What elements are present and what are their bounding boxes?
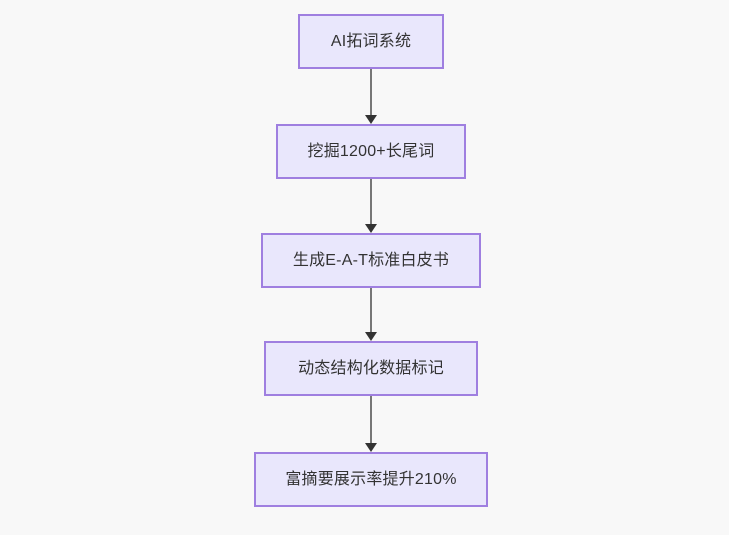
flow-node-label: AI拓词系统 xyxy=(330,32,412,50)
arrow-line xyxy=(370,179,372,225)
flow-node-label: 富摘要展示率提升210% xyxy=(285,470,457,488)
arrow-line xyxy=(370,396,372,444)
arrow-head-icon xyxy=(365,115,377,124)
flow-node-generate-eat-whitepaper[interactable]: 生成E-A-T标准白皮书 xyxy=(261,233,481,288)
flow-node-label: 动态结构化数据标记 xyxy=(298,359,444,377)
arrow-line xyxy=(370,69,372,116)
arrow-head-icon xyxy=(365,443,377,452)
flow-arrow-1 xyxy=(359,69,383,124)
flow-node-ai-keyword-system[interactable]: AI拓词系统 xyxy=(298,14,444,69)
flow-node-label: 挖掘1200+长尾词 xyxy=(307,142,435,160)
arrow-head-icon xyxy=(365,224,377,233)
flow-node-mine-longtail-keywords[interactable]: 挖掘1200+长尾词 xyxy=(276,124,466,179)
arrow-line xyxy=(370,288,372,333)
flow-arrow-4 xyxy=(359,396,383,452)
flow-node-label: 生成E-A-T标准白皮书 xyxy=(292,251,450,269)
flow-node-rich-snippet-impression-uplift[interactable]: 富摘要展示率提升210% xyxy=(254,452,488,507)
flow-arrow-3 xyxy=(359,288,383,341)
arrow-head-icon xyxy=(365,332,377,341)
flow-node-dynamic-structured-data-markup[interactable]: 动态结构化数据标记 xyxy=(264,341,478,396)
flow-arrow-2 xyxy=(359,179,383,233)
